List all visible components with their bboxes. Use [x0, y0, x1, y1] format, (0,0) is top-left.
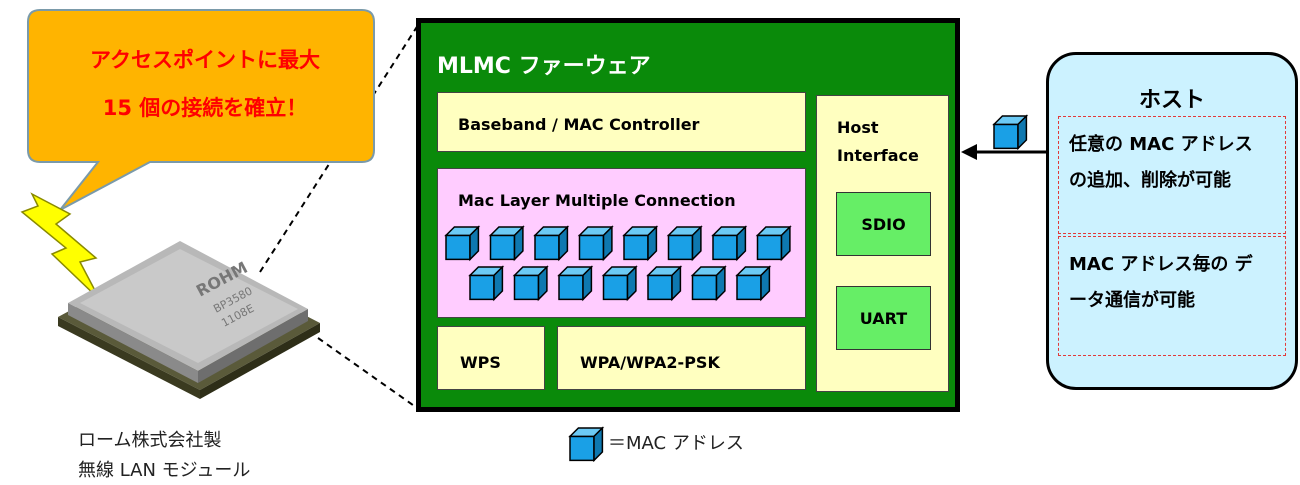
chip-caption-line-1: ローム株式会社製: [78, 430, 222, 451]
host-arrow: [961, 144, 1051, 160]
mac-address-cube: [601, 265, 638, 302]
mac-address-cube: [557, 265, 594, 302]
legend-text: ＝MAC アドレス: [608, 433, 744, 454]
host-interface-label-1: Host: [837, 118, 879, 137]
mac-address-cube: [755, 225, 792, 262]
mac-address-cube: [533, 225, 570, 262]
mac-address-cube-icon: [992, 114, 1029, 150]
mac-address-cube: [666, 225, 703, 262]
wireless-module-image: ROHM BP3580 1108E: [58, 241, 320, 399]
host-feature-1: 任意の MAC アドレス の追加、削除が可能: [1058, 116, 1286, 234]
host-feature-2: MAC アドレス毎の デ ータ通信が可能: [1058, 236, 1286, 356]
mac-address-cubes: [444, 225, 792, 302]
host-title: ホスト: [1138, 88, 1205, 113]
host-feature-1-line-1: 任意の MAC アドレス: [1069, 134, 1253, 155]
mac-address-cube: [512, 265, 549, 302]
mac-address-cube: [711, 225, 748, 262]
mlmc-label: Mac Layer Multiple Connection: [458, 191, 736, 210]
mac-address-cube: [488, 225, 525, 262]
mac-address-cube: [622, 225, 659, 262]
baseband-label: Baseband / MAC Controller: [458, 115, 700, 134]
firmware-title: MLMC ファーウェア: [437, 54, 651, 79]
uart-box: UART: [836, 286, 931, 350]
sdio-box: SDIO: [836, 192, 931, 256]
mac-address-cube: [646, 265, 683, 302]
wpa-box: WPA/WPA2-PSK: [557, 326, 806, 390]
mac-address-cube: [568, 426, 605, 462]
mac-address-cube: [468, 265, 505, 302]
callout-line-1: アクセスポイントに最大: [90, 48, 320, 72]
wps-label: WPS: [460, 353, 501, 372]
host-feature-2-line-2: ータ通信が可能: [1069, 290, 1195, 311]
host-feature-1-line-2: の追加、削除が可能: [1069, 170, 1231, 191]
mac-address-cube: [992, 114, 1029, 150]
callout-line-2: 15 個の接続を確立！: [102, 96, 308, 120]
uart-label: UART: [859, 308, 908, 328]
wps-box: WPS: [437, 326, 545, 390]
chip-caption-line-2: 無線 LAN モジュール: [78, 460, 251, 481]
mlmc-box: Mac Layer Multiple Connection: [437, 168, 806, 318]
host-feature-2-line-1: MAC アドレス毎の デ: [1069, 254, 1253, 275]
mac-address-cube: [444, 225, 481, 262]
baseband-box: Baseband / MAC Controller: [437, 92, 806, 152]
mac-address-cube: [690, 265, 727, 302]
host-interface-label-2: Interface: [837, 146, 919, 165]
legend-cube-icon: [568, 426, 605, 462]
mac-address-cube: [735, 265, 772, 302]
wpa-label: WPA/WPA2-PSK: [580, 353, 720, 372]
mac-address-cube: [577, 225, 614, 262]
host-panel: [1046, 52, 1298, 390]
sdio-label: SDIO: [861, 214, 906, 234]
